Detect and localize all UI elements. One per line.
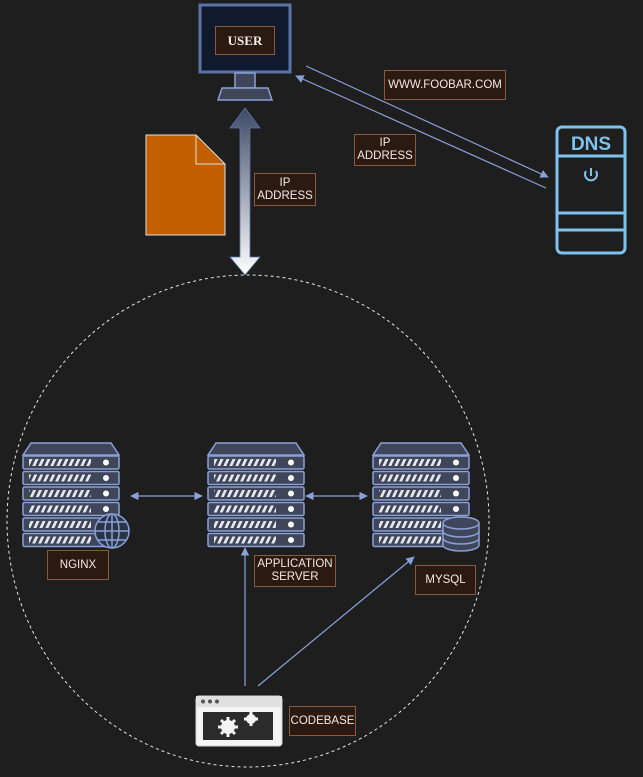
dns-server-icon: [555, 125, 627, 255]
user-label: USER: [215, 26, 275, 55]
arrow-codebase-mysql: [257, 556, 415, 687]
domain-label: WWW.FOOBAR.COM: [384, 70, 506, 100]
user-ip-address-label: IP ADDRESS: [254, 173, 316, 206]
database-icon: [442, 516, 480, 552]
application-server-icon: [206, 442, 306, 548]
application-server-label: APPLICATION SERVER: [254, 555, 336, 587]
dns-label: DNS: [571, 134, 611, 155]
codebase-label: CODEBASE: [289, 706, 356, 736]
dns-ip-address-label: IP ADDRESS: [354, 134, 416, 166]
arrow-user-to-dns: [305, 65, 549, 178]
ip-address-big-arrow: [229, 107, 261, 276]
mysql-label: MYSQL: [415, 565, 476, 595]
nginx-label: NGINX: [47, 550, 109, 580]
globe-icon: [94, 513, 130, 549]
arrow-dns-to-user: [295, 75, 547, 189]
codebase-icon: [195, 695, 283, 747]
server-boundary-circle: [6, 274, 490, 768]
document-icon: [145, 134, 226, 236]
